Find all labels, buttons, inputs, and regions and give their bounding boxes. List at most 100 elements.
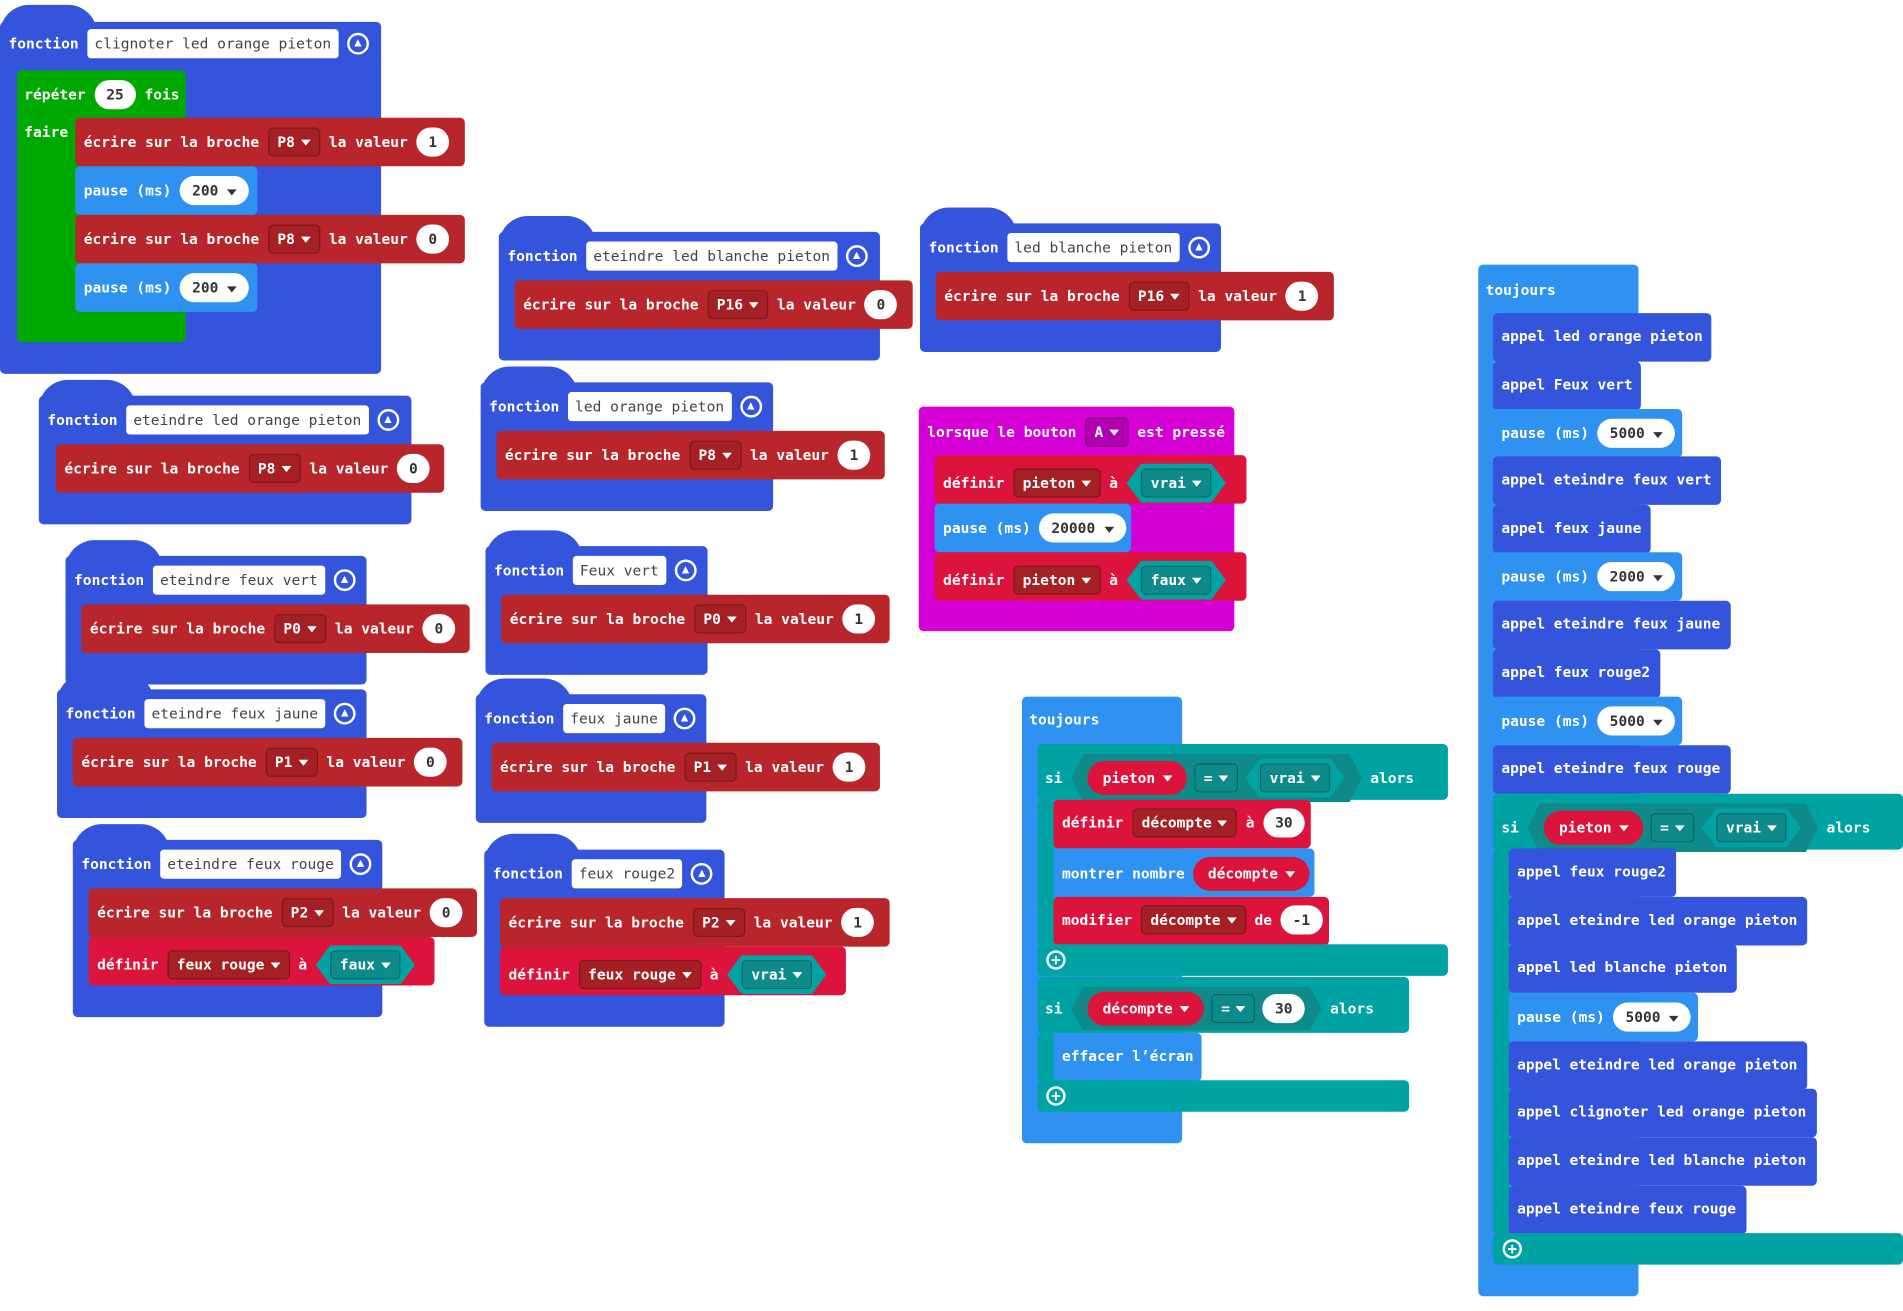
- pin-dropdown[interactable]: P8: [267, 224, 321, 254]
- collapse-icon[interactable]: ▲: [690, 862, 713, 885]
- digital-write-block[interactable]: écrire sur la broche P8 la valeur 0: [75, 214, 465, 264]
- pin-dropdown[interactable]: P0: [273, 614, 327, 644]
- function-name-field[interactable]: Feux vert: [572, 555, 667, 586]
- collapse-icon[interactable]: ▲: [739, 395, 762, 418]
- function-name-field[interactable]: eteindre feux jaune: [144, 699, 326, 729]
- pause-block[interactable]: pause (ms) 200: [75, 263, 258, 312]
- digital-write-block[interactable]: écrire sur la broche P8 la valeur 1: [75, 117, 465, 167]
- value-input[interactable]: 1: [416, 127, 450, 157]
- collapse-icon[interactable]: ▲: [333, 569, 356, 592]
- set-variable-block[interactable]: définir feux rouge à vrai: [500, 946, 846, 996]
- function-name-field[interactable]: led orange pieton: [567, 392, 732, 422]
- variable-dropdown[interactable]: pieton: [1012, 468, 1101, 498]
- value-input[interactable]: 0: [413, 747, 447, 777]
- boolean-dropdown[interactable]: vrai: [742, 960, 812, 989]
- collapse-icon[interactable]: ▲: [1188, 236, 1210, 259]
- value-input[interactable]: 0: [396, 453, 430, 484]
- variable-reporter[interactable]: décompte: [1193, 856, 1310, 891]
- function-name-field[interactable]: feux rouge2: [571, 859, 683, 889]
- pause-value-dropdown[interactable]: 200: [179, 273, 250, 303]
- pause-block[interactable]: pause (ms) 20000: [934, 503, 1132, 553]
- pin-dropdown[interactable]: P16: [706, 290, 769, 320]
- digital-write-block[interactable]: écrire sur la broche P1 la valeur 0: [72, 737, 463, 787]
- boolean-block[interactable]: faux: [1127, 561, 1226, 600]
- variable-dropdown[interactable]: feux rouge: [578, 960, 702, 990]
- boolean-block[interactable]: faux: [316, 945, 415, 984]
- if-block[interactable]: si pieton = vrai alors: [1492, 793, 1903, 852]
- if-block[interactable]: si décompte = 30 alors: [1037, 977, 1410, 1033]
- value-input[interactable]: 1: [1285, 281, 1319, 311]
- digital-write-block[interactable]: écrire sur la broche P2 la valeur 0: [88, 888, 477, 937]
- digital-write-block[interactable]: écrire sur la broche P8 la valeur 0: [55, 444, 445, 493]
- value-input[interactable]: 30: [1263, 994, 1305, 1023]
- pin-dropdown[interactable]: P1: [265, 747, 318, 777]
- function-name-field[interactable]: led blanche pieton: [1007, 233, 1180, 263]
- button-dropdown[interactable]: A: [1084, 417, 1129, 447]
- operator-dropdown[interactable]: =: [1194, 763, 1238, 792]
- boolean-block[interactable]: vrai: [1245, 759, 1344, 798]
- variable-dropdown[interactable]: pieton: [1012, 565, 1101, 595]
- value-input[interactable]: 0: [416, 224, 450, 254]
- collapse-icon[interactable]: ▲: [673, 707, 696, 730]
- operator-dropdown[interactable]: =: [1650, 813, 1694, 842]
- value-input[interactable]: 1: [837, 440, 871, 470]
- variable-reporter[interactable]: pieton: [1088, 761, 1187, 795]
- set-variable-block[interactable]: définir feux rouge à faux: [88, 936, 435, 986]
- pause-value-dropdown[interactable]: 20000: [1039, 513, 1126, 543]
- pin-dropdown[interactable]: P8: [688, 440, 742, 470]
- digital-write-block[interactable]: écrire sur la broche P0 la valeur 0: [81, 604, 470, 653]
- function-name-field[interactable]: eteindre led orange pieton: [125, 405, 369, 435]
- collapse-icon[interactable]: ▲: [349, 853, 372, 876]
- value-input[interactable]: 30: [1262, 808, 1305, 838]
- digital-write-block[interactable]: écrire sur la broche P16 la valeur 0: [514, 280, 913, 329]
- compare-block[interactable]: pieton = vrai: [1527, 803, 1818, 852]
- compare-block[interactable]: pieton = vrai: [1071, 754, 1362, 803]
- boolean-block[interactable]: vrai: [1127, 464, 1226, 503]
- add-else-icon[interactable]: +: [1046, 950, 1066, 970]
- variable-reporter[interactable]: pieton: [1544, 811, 1643, 845]
- collapse-icon[interactable]: ▲: [845, 245, 868, 268]
- function-name-field[interactable]: clignoter led orange pieton: [87, 29, 339, 59]
- digital-write-block[interactable]: écrire sur la broche P2 la valeur 1: [500, 898, 890, 947]
- boolean-dropdown[interactable]: faux: [330, 950, 400, 979]
- boolean-dropdown[interactable]: vrai: [1141, 468, 1211, 497]
- boolean-block[interactable]: vrai: [727, 955, 826, 994]
- collapse-icon[interactable]: ▲: [333, 702, 356, 725]
- digital-write-block[interactable]: écrire sur la broche P0 la valeur 1: [501, 594, 890, 644]
- repeat-count-input[interactable]: 25: [94, 80, 136, 110]
- pause-value-dropdown[interactable]: 5000: [1597, 418, 1676, 448]
- boolean-dropdown[interactable]: vrai: [1260, 763, 1330, 792]
- pause-block[interactable]: pause (ms)2000: [1492, 552, 1683, 601]
- boolean-dropdown[interactable]: faux: [1141, 566, 1211, 595]
- pause-block[interactable]: pause (ms) 200: [75, 166, 258, 215]
- variable-dropdown[interactable]: décompte: [1131, 808, 1238, 838]
- collapse-icon[interactable]: ▲: [346, 32, 369, 55]
- pause-value-dropdown[interactable]: 5000: [1613, 1002, 1692, 1032]
- variable-dropdown[interactable]: décompte: [1140, 905, 1246, 935]
- pause-value-dropdown[interactable]: 200: [179, 175, 250, 206]
- pause-block[interactable]: pause (ms)5000: [1492, 696, 1683, 746]
- function-name-field[interactable]: feux jaune: [562, 703, 666, 734]
- pin-dropdown[interactable]: P16: [1128, 281, 1190, 311]
- set-variable-block[interactable]: définir pieton à vrai: [934, 455, 1247, 504]
- variable-dropdown[interactable]: feux rouge: [166, 950, 290, 980]
- pin-dropdown[interactable]: P8: [267, 127, 321, 157]
- value-input[interactable]: 1: [832, 752, 866, 782]
- value-input[interactable]: -1: [1280, 905, 1323, 935]
- change-variable-block[interactable]: modifier décompte de -1: [1053, 896, 1330, 946]
- value-input[interactable]: 1: [842, 604, 876, 634]
- value-input[interactable]: 0: [864, 290, 898, 320]
- set-variable-block[interactable]: définir pieton à faux: [934, 552, 1247, 601]
- collapse-icon[interactable]: ▲: [674, 559, 697, 582]
